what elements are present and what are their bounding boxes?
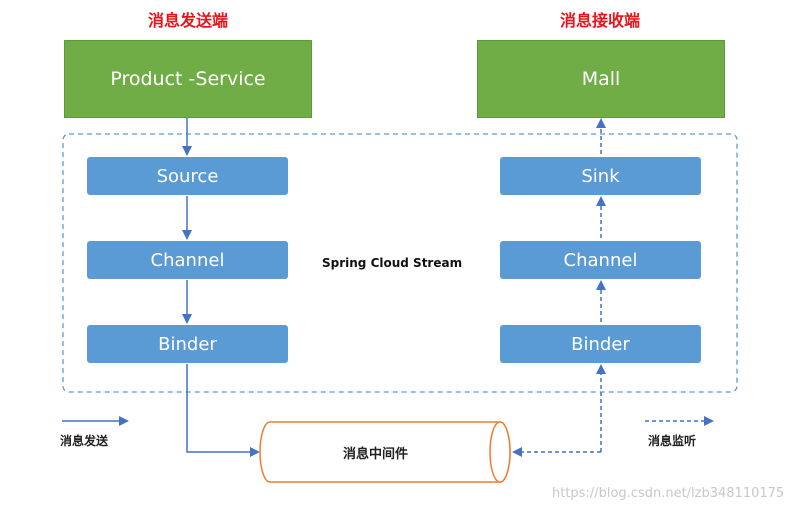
source-box: Source (87, 157, 288, 195)
middleware-label: 消息中间件 (343, 447, 409, 462)
receiver-binder-box: Binder (500, 325, 701, 363)
mall-box: Mall (477, 40, 725, 118)
sink-box: Sink (500, 157, 701, 195)
receiver-title: 消息接收端 (559, 11, 640, 30)
sender-channel-box: Channel (87, 241, 288, 279)
stream-label: Spring Cloud Stream (322, 256, 463, 270)
legend-listen-label: 消息监听 (648, 434, 697, 448)
legend-send-label: 消息发送 (60, 434, 109, 448)
watermark-text: https://blog.csdn.net/lzb348110175 (552, 486, 785, 501)
product-service-box: Product -Service (64, 40, 312, 118)
arrow-binder-to-middleware (186, 364, 260, 457)
sender-title: 消息发送端 (147, 11, 228, 30)
receiver-channel-box: Channel (500, 241, 701, 279)
sender-binder-box: Binder (87, 325, 288, 363)
middleware-cylinder (259, 421, 511, 483)
stream-container (62, 133, 738, 393)
